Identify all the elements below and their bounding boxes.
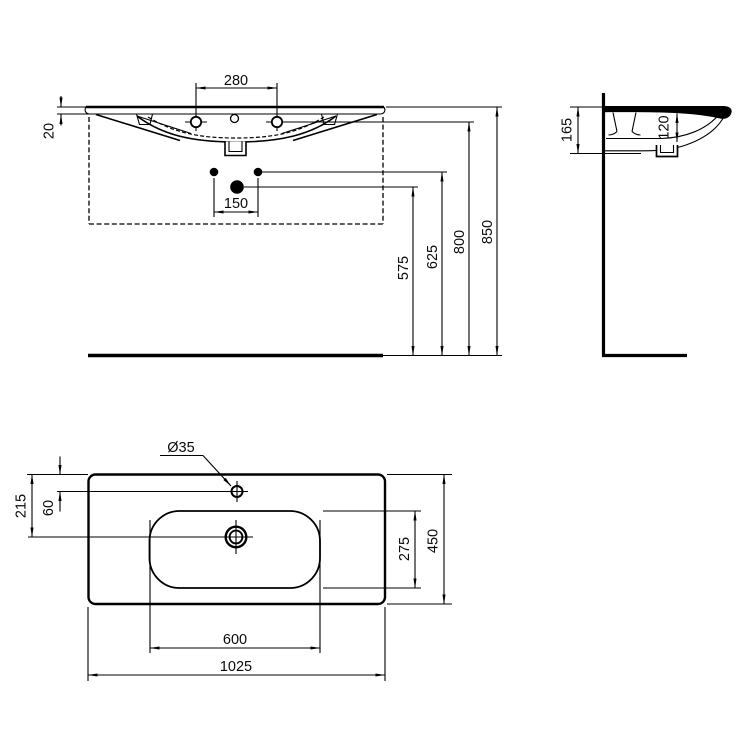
dimension-back-edge-to-tap: 60: [41, 456, 62, 516]
waste-outlet: [224, 141, 247, 157]
dim-label-tap-hole-spacing: 280: [224, 73, 248, 89]
dimension-tap-hole-diameter: Ø35: [160, 440, 232, 487]
dimension-rim-height: 850: [480, 106, 499, 356]
dim-label-bowl-inner-depth: 120: [657, 115, 673, 139]
plan-view: Ø35 215 60 275 450: [14, 440, 452, 681]
dim-label-basin-section-height: 165: [560, 118, 576, 142]
dim-label-back-edge-to-tap: 60: [41, 500, 57, 516]
dimension-overall-width: 1025: [87, 607, 386, 681]
dim-label-bowl-front-to-back: 275: [397, 537, 413, 561]
dim-label-overall-width: 1025: [220, 659, 252, 675]
dimension-tap-hole-spacing: 280: [195, 73, 278, 90]
dimension-back-edge-to-drain: 215: [14, 473, 88, 538]
dim-label-fixing-dot-spacing: 150: [224, 196, 248, 212]
basin-rim-section: [84, 105, 386, 115]
dim-label-rim-edge-thickness: 20: [42, 123, 58, 139]
dimension-fixing-dots-height: 625: [425, 171, 444, 356]
dim-label-back-edge-to-drain: 215: [14, 494, 30, 518]
dimension-basin-section-height: 165: [560, 106, 641, 155]
dim-label-fixing-dots-height: 625: [425, 245, 441, 269]
tap-hole-symbol: [57, 481, 248, 502]
dimension-overall-depth: 450: [387, 473, 452, 605]
dim-label-bowl-width: 600: [223, 632, 247, 648]
dim-label-trap-outlet-height: 575: [396, 256, 412, 280]
tap-hole-left: [185, 83, 207, 131]
side-view: 165 120: [560, 93, 732, 358]
dimension-trap-outlet-height: 575: [396, 186, 415, 356]
overflow-hole: [229, 113, 240, 124]
fixing-channel: [608, 112, 641, 136]
dimension-bowl-front-to-back: 275: [323, 510, 421, 589]
dim-label-tap-deck-height: 800: [452, 230, 468, 254]
tap-hole-right: [266, 83, 474, 131]
dimension-bowl-width: 600: [149, 520, 321, 653]
fixing-dot-right: [253, 167, 263, 177]
dimension-fixing-dot-spacing: 150: [213, 178, 259, 217]
bowl-inner-surface: [606, 114, 720, 140]
front-view: 280 20 150 575 625 800: [42, 73, 502, 358]
dim-label-rim-height: 850: [480, 220, 496, 244]
bowl-outline: [148, 510, 321, 589]
vanity-unit-dashed-outline: [88, 117, 384, 225]
dimension-bowl-inner-depth: 120: [657, 113, 679, 143]
trap-outlet-dot: [230, 180, 244, 194]
fixing-dot-left: [209, 167, 219, 177]
drain-symbol: [28, 520, 253, 554]
bowl-outer-wall: [604, 117, 724, 152]
waste-outlet-side: [655, 145, 679, 158]
dimension-tap-deck-height: 800: [452, 121, 471, 356]
dim-label-tap-hole-diameter: Ø35: [167, 440, 194, 456]
dim-label-overall-depth: 450: [426, 529, 442, 553]
dimension-rim-edge-thickness: 20: [42, 96, 89, 139]
deck-section: [604, 106, 732, 119]
